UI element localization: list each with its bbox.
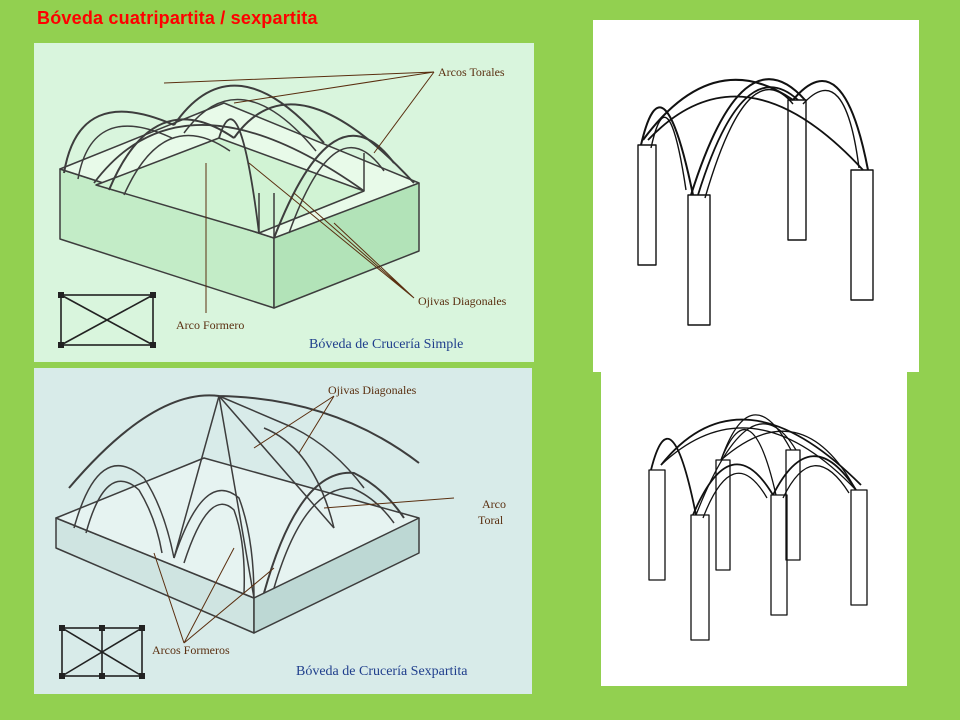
simple-vault-diagram: Arcos Torales Ojivas Diagonales Arco For…: [34, 43, 534, 362]
sexpartite-skeleton-drawing: [648, 414, 868, 641]
quadripartite-skeleton-illustration: [593, 20, 919, 372]
caption-sexpartite: Bóveda de Crucería Sexpartita: [296, 664, 468, 679]
sexpartite-vault-drawing: Ojivas Diagonales Arco Toral Arcos Forme…: [55, 383, 506, 679]
caption-simple: Bóveda de Crucería Simple: [309, 337, 463, 352]
sexpartite-skeleton-illustration: [601, 370, 907, 686]
label-arcos-formeros: Arcos Formeros: [152, 643, 230, 657]
sexpartite-vault-diagram: Ojivas Diagonales Arco Toral Arcos Forme…: [34, 368, 532, 694]
label-arco-formero: Arco Formero: [176, 318, 244, 332]
label-ojivas-diagonales: Ojivas Diagonales: [418, 294, 507, 308]
simple-vault-drawing: Arcos Torales Ojivas Diagonales Arco For…: [58, 65, 507, 352]
slide-title: Bóveda cuatripartita / sexpartita: [37, 8, 318, 28]
label-arcos-torales: Arcos Torales: [438, 65, 505, 79]
quadripartite-skeleton-drawing: [637, 78, 874, 326]
label-ojivas-diagonales-sex: Ojivas Diagonales: [328, 383, 417, 397]
label-arco-toral-2: Toral: [478, 513, 504, 527]
label-arco-toral-1: Arco: [482, 497, 506, 511]
